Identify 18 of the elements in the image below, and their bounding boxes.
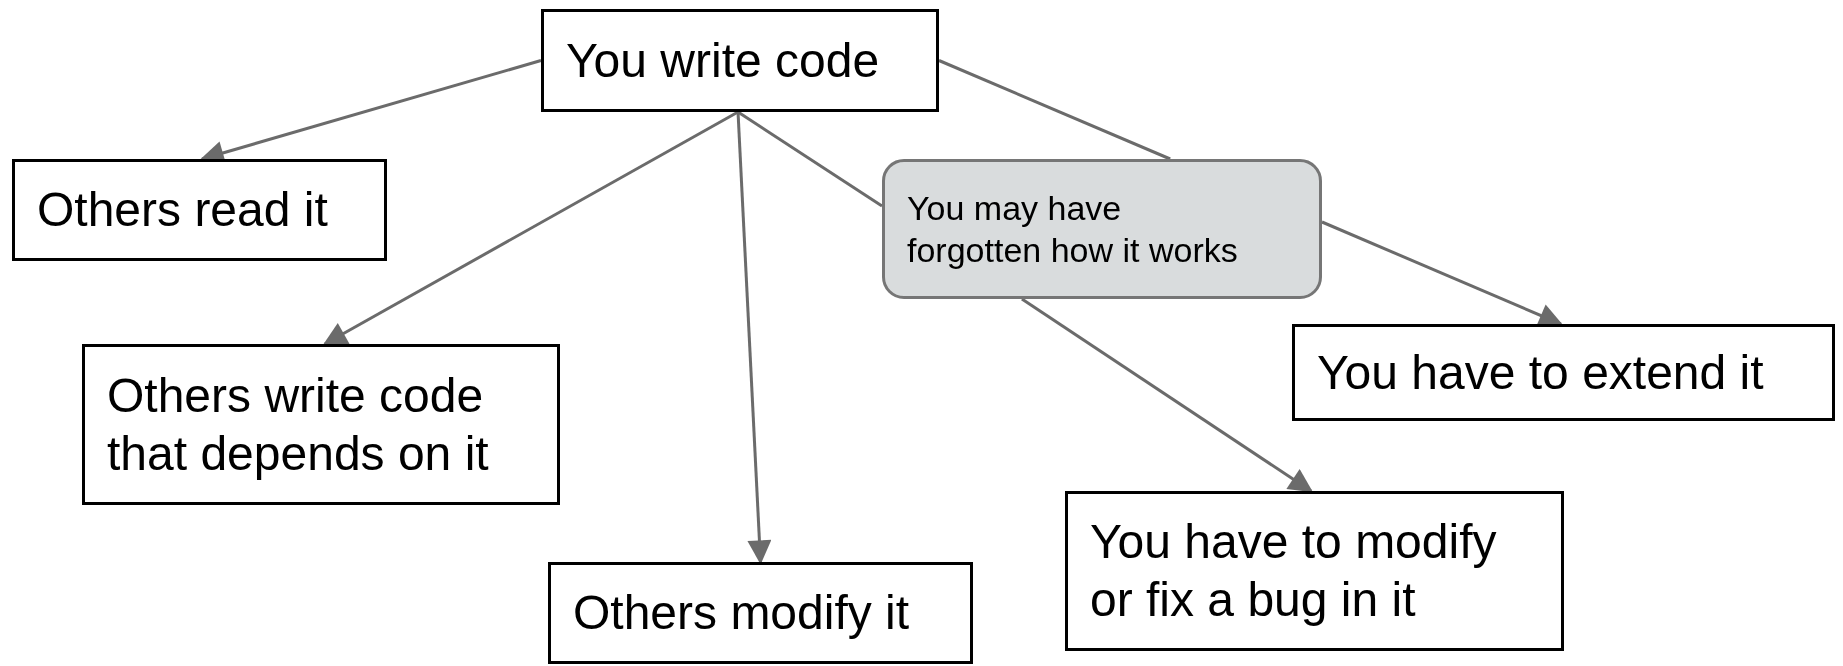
- process-box: [548, 562, 973, 664]
- process-box: [1065, 491, 1564, 651]
- node-label: Others write code that depends on it: [107, 367, 490, 482]
- connector-line: [938, 59, 1171, 161]
- connector-line: [737, 110, 883, 208]
- process-box: [1292, 324, 1835, 421]
- node-label: You have to modify or fix a bug in it: [1090, 514, 1498, 628]
- process-box: [12, 159, 387, 261]
- arrow: [1021, 297, 1313, 493]
- node-label: You may have forgotten how it works: [907, 187, 1239, 271]
- node-label: Others modify it: [573, 585, 910, 642]
- node-label: Others read it: [37, 182, 328, 239]
- node-label: You have to extend it: [1317, 344, 1764, 401]
- node-label: You write code: [566, 32, 880, 89]
- callout-box: [882, 159, 1322, 299]
- arrow: [322, 110, 739, 346]
- process-box: [82, 344, 560, 505]
- process-box: [541, 9, 939, 112]
